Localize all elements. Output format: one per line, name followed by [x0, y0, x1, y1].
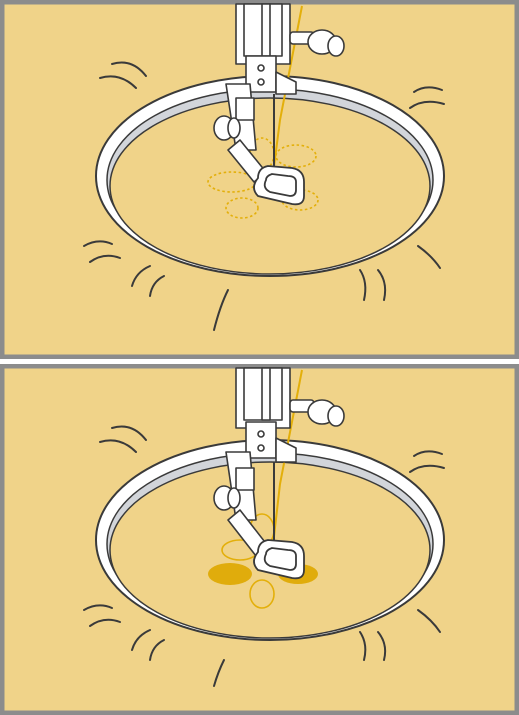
motion-lines — [83, 61, 445, 331]
presser-foot-icon — [213, 367, 345, 557]
embroidery-hoop-icon — [95, 439, 445, 641]
panel-outline-step — [0, 0, 519, 359]
panel-fill-step — [0, 364, 519, 715]
motion-lines — [83, 425, 445, 687]
embroidery-foot-ring — [253, 539, 305, 580]
presser-foot-icon — [213, 3, 345, 183]
embroidery-foot-ring — [253, 165, 305, 206]
